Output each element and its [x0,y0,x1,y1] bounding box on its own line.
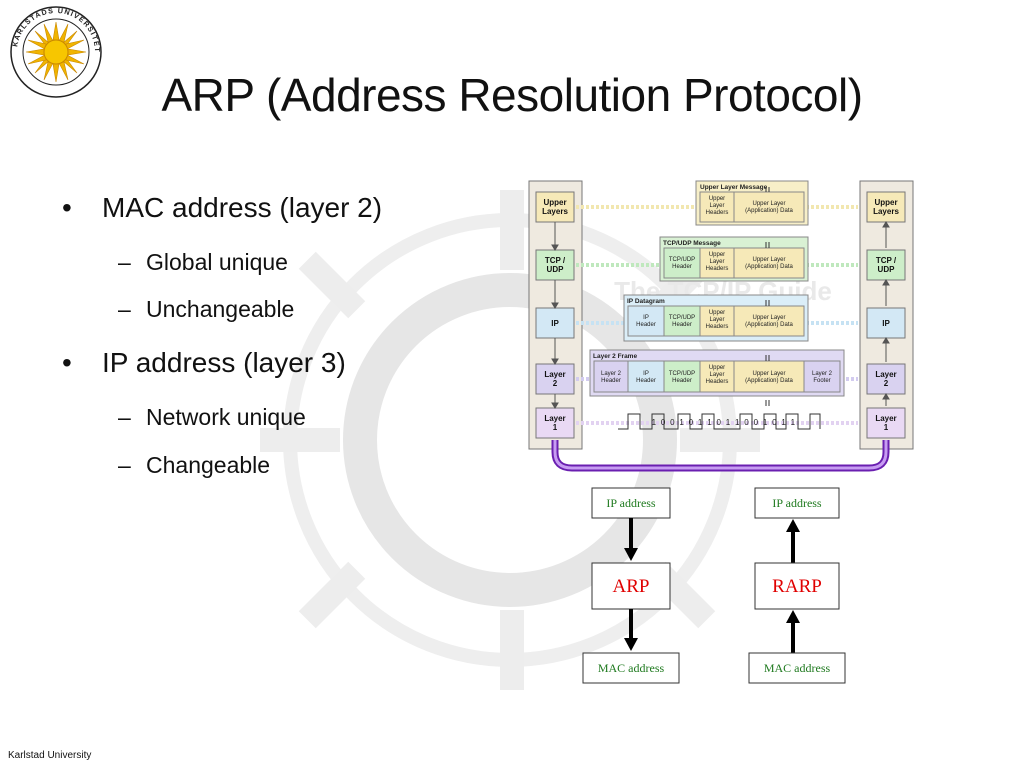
right-layer-1 [866,407,906,439]
svg-text:IP: IP [882,319,890,328]
svg-text:TCP /UDP: TCP /UDP [545,256,566,274]
rarp-ip-address-label: IP address [772,496,822,510]
left-layer-ip [535,307,575,339]
sub-bullet-text: Network unique [146,404,306,430]
svg-text:Upper Layer(Application) Data: Upper Layer(Application) Data [745,257,793,270]
right-layer-ip [866,307,906,339]
bullet-text: IP address (layer 3) [102,347,346,378]
rarp-up-arrow-1 [786,519,800,532]
sub-bullet-text: Global unique [146,249,288,275]
sub-bullet-text: Unchangeable [146,296,295,322]
arp-down-arrow-1 [624,548,638,561]
svg-text:TCP /UDP: TCP /UDP [876,256,897,274]
university-logo: KARLSTADS UNIVERSITET [10,6,102,98]
rarp-label: RARP [772,576,822,597]
arp-down-arrow-2 [624,638,638,651]
left-layer-upper [535,191,575,223]
arp-box [591,562,671,610]
svg-text:Upper Layer(Application) Data: Upper Layer(Application) Data [745,371,793,384]
bullet-text: MAC address (layer 2) [102,192,383,223]
bit-waveform [618,413,821,430]
ip-datagram-title: IP Datagram [627,298,665,305]
arp-ip-address-label: IP address [606,496,656,510]
rarp-ip-address-box [754,487,840,519]
svg-text:IP: IP [551,319,559,328]
arp-mac-address-box [582,652,680,684]
right-layer-tcp [866,249,906,281]
upper-message-title: Upper Layer Message [700,184,768,191]
arp-ip-address-box [591,487,671,519]
bullet-dot: • [62,192,72,223]
svg-text:Upper Layer(Application) Data: Upper Layer(Application) Data [745,201,793,214]
slide-footer: Karlstad University [8,750,92,761]
arp-mac-address-label: MAC address [598,661,665,675]
arp-label: ARP [613,576,650,597]
svg-text:Upper Layer(Application) Data: Upper Layer(Application) Data [745,315,793,328]
rarp-up-arrow-2 [786,610,800,623]
right-layer-2 [866,363,906,395]
bit-stream-label: 1 0 0 1 0 1 1 0 1 1 0 0 1 0 1 1 [652,418,797,427]
rarp-mac-address-box [748,652,846,684]
sub-bullet-text: Changeable [146,452,271,478]
physical-wire [551,440,890,472]
arp-rarp-diagram: IP address ARP MAC address IP address RA… [582,487,846,684]
tcp-message-title: TCP/UDP Message [663,240,721,247]
left-layer-2 [535,363,575,395]
slide-title: ARP (Address Resolution Protocol) [161,69,863,121]
bullet-dot: • [62,347,72,378]
left-layer-1 [535,407,575,439]
rarp-mac-address-label: MAC address [764,661,831,675]
layer2-frame-title: Layer 2 Frame [593,353,637,360]
rarp-box [754,562,840,610]
